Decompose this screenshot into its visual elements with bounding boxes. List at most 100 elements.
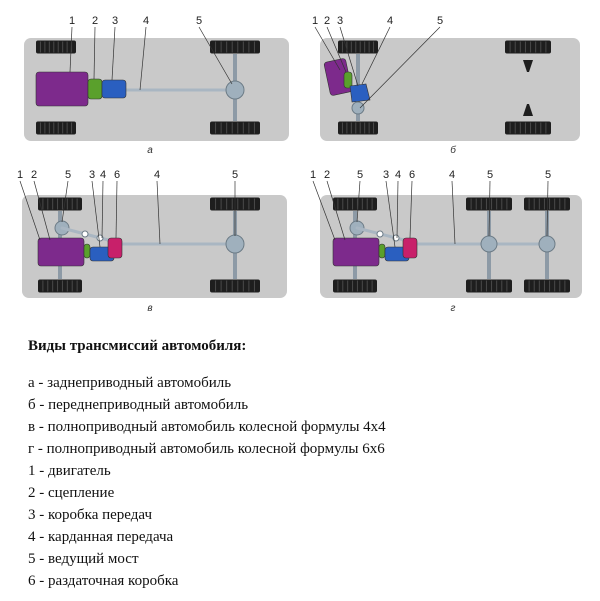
legend-item: 5 - ведущий мост xyxy=(28,551,139,567)
legend-item: г - полноприводный автомобиль колесной ф… xyxy=(28,441,385,457)
callout-number: 5 xyxy=(437,15,443,27)
legend-item: 3 - коробка передач xyxy=(28,507,152,523)
callout-leader xyxy=(312,180,336,241)
differential xyxy=(225,80,245,100)
callout-leader xyxy=(19,180,41,241)
differential xyxy=(225,234,245,254)
engine xyxy=(35,71,89,107)
tire xyxy=(338,121,378,135)
universal-joint xyxy=(392,234,400,242)
callout-number: 4 xyxy=(100,169,106,181)
callout-number: 3 xyxy=(112,15,118,27)
callout-number: 2 xyxy=(324,15,330,27)
callout-leader xyxy=(546,180,549,237)
tire xyxy=(524,197,570,211)
callout-number: 6 xyxy=(409,169,415,181)
tire xyxy=(210,279,260,293)
tire xyxy=(210,121,260,135)
universal-joint xyxy=(376,230,384,238)
tire-body xyxy=(524,279,570,293)
callout-number: 3 xyxy=(383,169,389,181)
legend-title: Виды трансмиссий автомобиля: xyxy=(28,338,247,354)
differential xyxy=(480,235,498,253)
callout-number: 5 xyxy=(196,15,202,27)
tire-body xyxy=(210,279,260,293)
callout-number: 4 xyxy=(143,15,149,27)
universal-joint xyxy=(81,230,89,238)
legend-item: а - заднеприводный автомобиль xyxy=(28,375,232,391)
callout-leader xyxy=(396,180,399,239)
callout-number: 2 xyxy=(324,169,330,181)
callout-leader xyxy=(91,180,101,248)
tire-body xyxy=(524,197,570,211)
tire xyxy=(38,197,82,211)
steering-knuckle xyxy=(523,60,533,72)
tire-body xyxy=(210,40,260,54)
tire-body xyxy=(338,40,378,54)
callout-number: 5 xyxy=(232,169,238,181)
callout-number: 1 xyxy=(69,15,75,27)
clutch xyxy=(87,78,103,100)
tire xyxy=(333,279,377,293)
callout-leader xyxy=(326,180,346,241)
callout-leader xyxy=(314,26,341,71)
tire xyxy=(36,121,76,135)
tire-body xyxy=(36,121,76,135)
gearbox xyxy=(349,83,371,103)
callout-leader xyxy=(156,180,161,245)
tire xyxy=(505,40,551,54)
legend-item: б - переднеприводный автомобиль xyxy=(28,397,249,413)
callout-number: 3 xyxy=(89,169,95,181)
callout-number: 5 xyxy=(487,169,493,181)
callout-leader xyxy=(61,180,69,223)
callout-leader xyxy=(93,26,96,80)
callout-leader xyxy=(111,26,116,81)
callout-number: 3 xyxy=(337,15,343,27)
callout-number: 4 xyxy=(395,169,401,181)
callout-number: 6 xyxy=(114,169,120,181)
chassis-panel xyxy=(22,195,287,298)
callout-leader xyxy=(339,26,359,87)
tire xyxy=(210,40,260,54)
legend-item: в - полноприводный автомобиль колесной ф… xyxy=(28,419,386,435)
legend-list: а - заднеприводный автомобиль б - передн… xyxy=(28,372,588,592)
clutch xyxy=(343,71,353,89)
transfer-case xyxy=(402,237,418,259)
tire xyxy=(466,279,512,293)
callout-leader xyxy=(356,180,361,223)
tire-body xyxy=(338,121,378,135)
tire-body xyxy=(38,197,82,211)
callout-leader xyxy=(361,26,391,85)
tire xyxy=(333,197,377,211)
differential xyxy=(538,235,556,253)
callout-number: 1 xyxy=(312,15,318,27)
callout-number: 2 xyxy=(92,15,98,27)
steering-knuckle xyxy=(523,104,533,116)
callout-number: 4 xyxy=(449,169,455,181)
callout-number: 1 xyxy=(17,169,23,181)
tire-body xyxy=(38,279,82,293)
callout-number: 5 xyxy=(65,169,71,181)
callout-number: 5 xyxy=(357,169,363,181)
tire-body xyxy=(333,279,377,293)
callout-leader xyxy=(69,26,73,73)
callout-leader xyxy=(385,180,396,248)
tire xyxy=(38,279,82,293)
engine xyxy=(332,237,380,267)
tire-body xyxy=(505,40,551,54)
callout-number: 4 xyxy=(387,15,393,27)
callout-number: 1 xyxy=(310,169,316,181)
legend-item: 4 - карданная передача xyxy=(28,529,174,545)
tire xyxy=(338,40,378,54)
diagram-caption: а xyxy=(147,145,153,156)
callout-leader xyxy=(409,180,413,239)
callout-number: 5 xyxy=(545,169,551,181)
chassis-panel xyxy=(320,38,580,141)
legend-item: 2 - сцепление xyxy=(28,485,115,501)
diagram-caption: в xyxy=(147,303,152,314)
tire-body xyxy=(505,121,551,135)
tire xyxy=(524,279,570,293)
callout-leader xyxy=(115,180,118,239)
tire-body xyxy=(466,279,512,293)
